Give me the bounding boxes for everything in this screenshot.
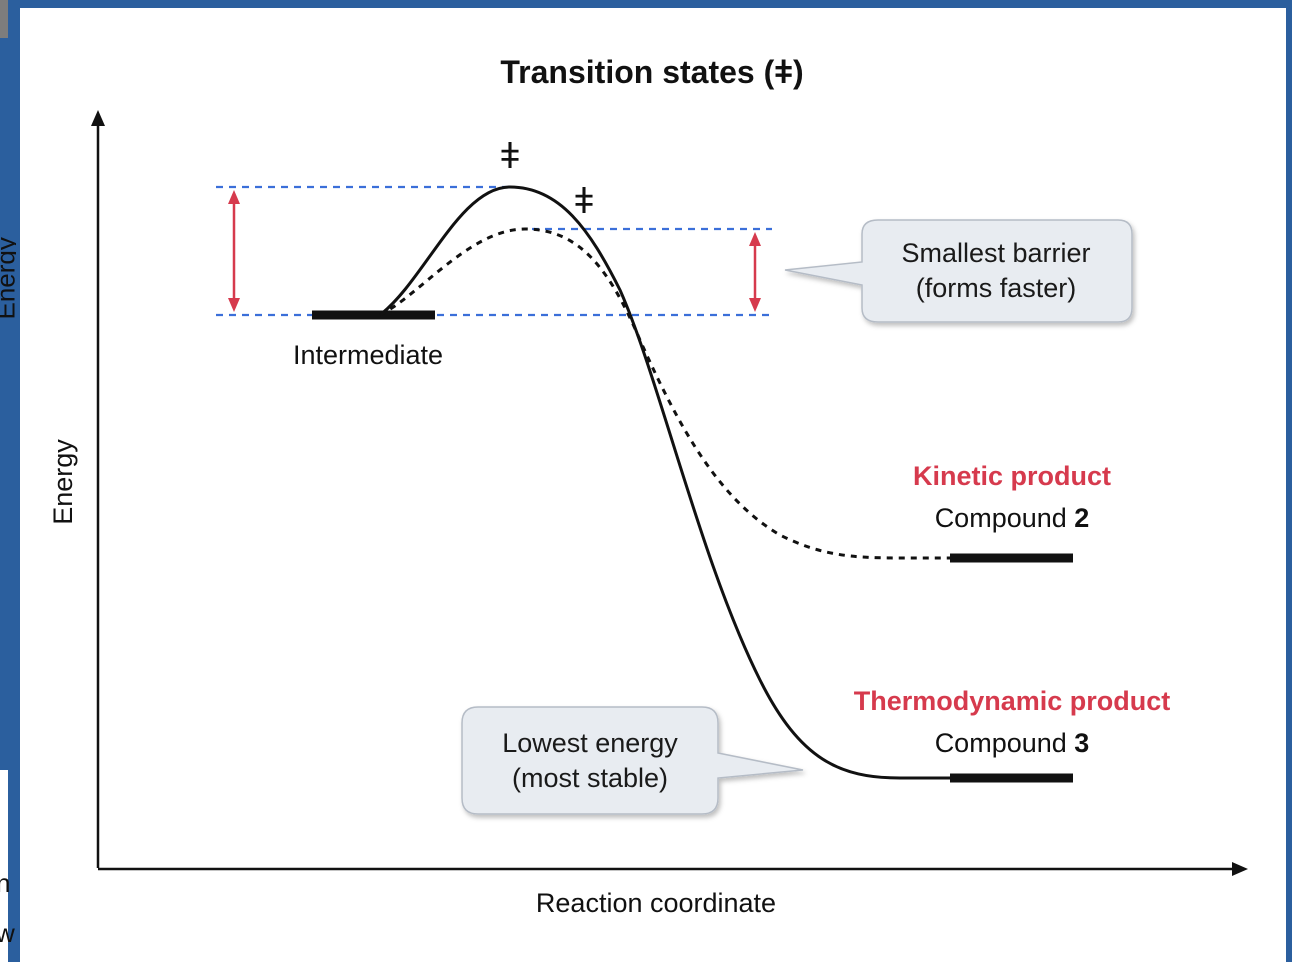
intermediate-label: Intermediate	[293, 340, 443, 370]
callout-smallest-barrier	[784, 219, 1133, 323]
kinetic-product-heading: Kinetic product	[913, 461, 1111, 491]
y-axis-label: Energy	[48, 439, 78, 525]
y-axis-arrowhead	[91, 110, 105, 126]
callout-stable-line2: (most stable)	[512, 763, 668, 793]
left-edge-white-block	[0, 770, 8, 962]
callout-barrier-line1: Smallest barrier	[901, 238, 1090, 268]
barrier-arrow-large	[228, 190, 240, 312]
thermo-compound-label: Compound 3	[935, 728, 1090, 758]
kinetic-compound-label: Compound 2	[935, 503, 1090, 533]
callout-lowest-energy	[461, 706, 804, 815]
x-axis-arrowhead	[1232, 862, 1248, 876]
callout-barrier-line2: (forms faster)	[916, 273, 1077, 303]
diagram-title: Transition states (ǂ)	[500, 54, 803, 90]
left-edge-grey-block	[0, 0, 8, 38]
left-window-edge	[0, 0, 10, 962]
ts-symbol-kinetic: ǂ	[573, 180, 594, 221]
barrier-arrow-small	[749, 232, 761, 312]
left-edge-fragment-1: n	[0, 868, 11, 898]
thermo-product-heading: Thermodynamic product	[854, 686, 1171, 716]
ts-symbol-thermo: ǂ	[499, 135, 520, 176]
x-axis-label: Reaction coordinate	[536, 888, 776, 918]
callout-stable-line1: Lowest energy	[502, 728, 678, 758]
kinetic-pathway-curve	[379, 227, 950, 560]
left-edge-fragment-2: w	[0, 918, 15, 948]
